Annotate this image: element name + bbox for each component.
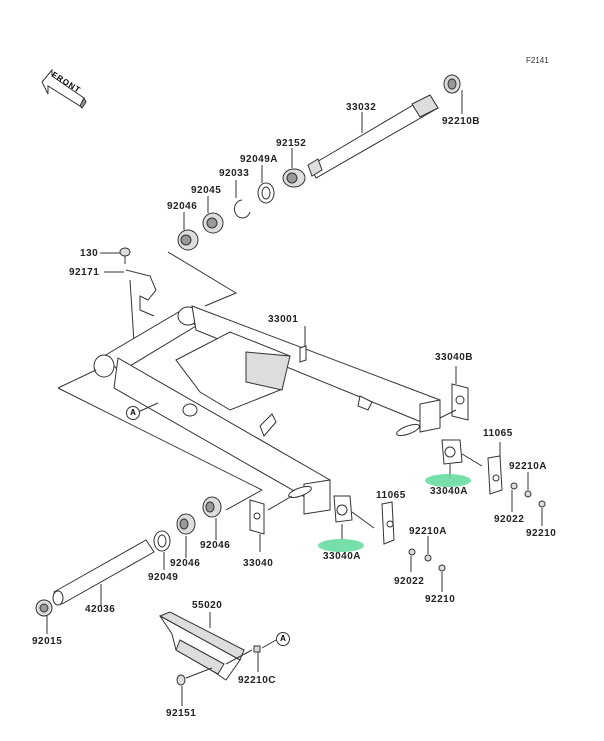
label-92045[interactable]: 92045 bbox=[191, 185, 222, 196]
label-92171[interactable]: 92171 bbox=[69, 267, 100, 278]
reference-marker-a-upper: A bbox=[126, 406, 140, 420]
label-92210C[interactable]: 92210C bbox=[238, 675, 277, 686]
label-92033[interactable]: 92033 bbox=[219, 168, 250, 179]
label-92022-right[interactable]: 92022 bbox=[494, 514, 525, 525]
label-92046-mid[interactable]: 92046 bbox=[200, 540, 231, 551]
bearing-92046-low[interactable] bbox=[176, 513, 196, 535]
nut-92210-right[interactable] bbox=[538, 500, 546, 508]
label-92049[interactable]: 92049 bbox=[148, 572, 179, 583]
bolt-130[interactable] bbox=[119, 247, 131, 264]
block-11065-left[interactable] bbox=[381, 501, 395, 545]
adjuster-33040A-left[interactable] bbox=[333, 495, 375, 529]
reference-marker-a-lower: A bbox=[276, 632, 290, 646]
label-92049A[interactable]: 92049A bbox=[240, 154, 279, 165]
label-130[interactable]: 130 bbox=[80, 248, 99, 259]
chain-slider-55020[interactable] bbox=[158, 611, 245, 681]
label-92210B[interactable]: 92210B bbox=[442, 116, 481, 127]
nut-92210-left[interactable] bbox=[438, 564, 446, 572]
plate-33040B[interactable] bbox=[451, 383, 469, 421]
label-92022-left[interactable]: 92022 bbox=[394, 576, 425, 587]
label-33040B[interactable]: 33040B bbox=[435, 352, 474, 363]
label-11065-right[interactable]: 11065 bbox=[483, 428, 513, 439]
nut-92210A-left[interactable] bbox=[424, 554, 432, 562]
front-arrow-icon bbox=[41, 68, 87, 109]
label-33040A-left[interactable]: 33040A bbox=[323, 551, 362, 562]
nut-92210B[interactable] bbox=[443, 74, 461, 94]
seal-92049[interactable] bbox=[153, 530, 171, 552]
label-92210A-left[interactable]: 92210A bbox=[409, 526, 448, 537]
label-42036[interactable]: 42036 bbox=[85, 604, 116, 615]
circlip-92033[interactable] bbox=[234, 199, 251, 219]
label-33032[interactable]: 33032 bbox=[346, 102, 377, 113]
label-92152[interactable]: 92152 bbox=[276, 138, 307, 149]
label-92046-low[interactable]: 92046 bbox=[170, 558, 201, 569]
nut-92210C[interactable] bbox=[253, 645, 261, 653]
adjuster-33040A-right[interactable] bbox=[441, 439, 483, 467]
seal-92049A[interactable] bbox=[257, 182, 275, 204]
swingarm-33001[interactable] bbox=[93, 305, 441, 515]
plate-33040[interactable] bbox=[249, 499, 265, 535]
block-11065-right[interactable] bbox=[487, 455, 503, 495]
label-55020[interactable]: 55020 bbox=[192, 600, 223, 611]
label-33001[interactable]: 33001 bbox=[268, 314, 299, 325]
label-11065-left[interactable]: 11065 bbox=[376, 490, 406, 501]
highlight-33040A-left bbox=[318, 539, 364, 552]
axle-33032[interactable] bbox=[307, 94, 439, 179]
washer-92022-right[interactable] bbox=[510, 482, 518, 490]
label-92015[interactable]: 92015 bbox=[32, 636, 63, 647]
label-33040[interactable]: 33040 bbox=[243, 558, 274, 569]
figure-id: F2141 bbox=[526, 56, 549, 65]
label-92210A-right[interactable]: 92210A bbox=[509, 461, 548, 472]
nut-92210A-right[interactable] bbox=[524, 490, 532, 498]
bracket-92171[interactable] bbox=[125, 269, 157, 317]
bearing-92046-top[interactable] bbox=[177, 229, 199, 251]
label-33040A-right[interactable]: 33040A bbox=[430, 486, 469, 497]
sleeve-42036[interactable] bbox=[52, 539, 155, 606]
highlight-33040A-right bbox=[425, 474, 471, 487]
bearing-92046-mid[interactable] bbox=[202, 496, 222, 518]
label-92210-right[interactable]: 92210 bbox=[526, 528, 557, 539]
nut-92015[interactable] bbox=[35, 599, 53, 617]
label-92046-top[interactable]: 92046 bbox=[167, 201, 198, 212]
washer-92022-left[interactable] bbox=[408, 548, 416, 556]
label-92151[interactable]: 92151 bbox=[166, 708, 197, 719]
screw-92151[interactable] bbox=[176, 674, 186, 686]
collar-92152[interactable] bbox=[282, 168, 306, 188]
bearing-92045[interactable] bbox=[202, 212, 224, 234]
label-92210-left[interactable]: 92210 bbox=[425, 594, 456, 605]
